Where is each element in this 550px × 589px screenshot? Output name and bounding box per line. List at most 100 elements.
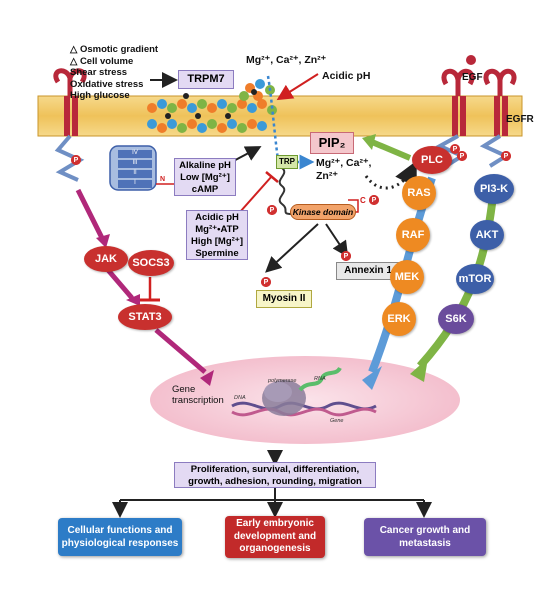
s6k-node: S6K — [438, 304, 474, 334]
p-myosin: P — [261, 277, 271, 287]
helix-i: I — [134, 180, 136, 186]
result-mid-line2: development and — [233, 530, 317, 542]
egfr-label: EGFR — [506, 114, 534, 125]
gene-word: Gene — [172, 384, 196, 395]
plc-to-pip2-arrow — [370, 139, 412, 161]
plc-node: PLC — [412, 146, 452, 174]
n-terminus-label: N — [160, 176, 166, 183]
alkaline-ph: Alkaline pH — [179, 160, 231, 171]
p-plc: P — [450, 144, 460, 154]
p-egfr-r2: P — [501, 151, 511, 161]
raf-node: RAF — [396, 218, 430, 252]
pip2-arrowhead — [362, 134, 376, 150]
cell-membrane — [37, 95, 523, 137]
stimulus-oxidative: Oxidative stress — [70, 78, 144, 90]
acidic-ph-arrow — [276, 73, 319, 101]
kinase-to-annexin-arrow — [325, 223, 349, 258]
p-kinase: P — [369, 195, 379, 205]
result-cancer: Cancer growth and metastasis — [364, 518, 486, 556]
stimulus-shear: Shear stress — [70, 67, 128, 78]
pip2-box: PIP₂ — [310, 132, 354, 154]
outcome-line2: growth, adhesion, rounding, migration — [188, 476, 362, 487]
result-left-line2: physiological responses — [61, 538, 179, 549]
transcription-illustration — [231, 366, 377, 417]
trp-coil — [278, 167, 293, 215]
kinase-domain: Kinase domain — [290, 204, 356, 220]
p-egfr-r1: P — [457, 151, 467, 161]
rna-strand — [298, 366, 342, 392]
gene-small-label: Gene — [330, 418, 344, 424]
pi3k-arrowhead — [410, 358, 428, 382]
result-left-line1: Cellular functions and — [67, 525, 173, 536]
stimuli-list: △ Osmotic gradient △ Cell volume Shear s… — [70, 44, 158, 102]
outcome-box: Proliferation, survival, differentiation… — [174, 462, 376, 488]
acidic-inhibition-bar — [265, 171, 279, 183]
outcome-line1: Proliferation, survival, differentiation… — [190, 464, 360, 475]
mapk-arrowhead — [362, 366, 382, 390]
stat3-to-nucleus-arrow — [154, 328, 207, 374]
helix-iv: IV — [132, 150, 138, 156]
result-right-line1: Cancer growth and — [379, 525, 471, 536]
ras-node: RAS — [402, 176, 436, 210]
trp-box: TRP — [276, 155, 298, 169]
alkaline-box: Alkaline pH Low [Mg²⁺] cAMP — [174, 158, 236, 196]
stat3-node: STAT3 — [118, 304, 172, 330]
mek-node: MEK — [390, 260, 424, 294]
kinase-to-myosin-arrow — [265, 223, 319, 273]
helix-iii: III — [132, 160, 138, 166]
pi3k-node: PI3-K — [474, 174, 514, 204]
acidic-box: Acidic pH Mg²⁺•ATP High [Mg²⁺] Spermine — [186, 210, 248, 260]
helix-labels: IV III II I — [129, 148, 141, 188]
stat3-arrowhead — [126, 294, 140, 306]
acidic-ph-inhib: Acidic pH — [195, 212, 239, 223]
transcription-word: transcription — [172, 395, 224, 406]
ions-top: Mg²⁺, Ca²⁺, Zn²⁺ — [246, 54, 327, 66]
egf-ligand — [466, 55, 476, 65]
myosin-box: Myosin II — [256, 290, 312, 308]
result-embryonic: Early embryonic development and organoge… — [225, 516, 325, 558]
stimulus-osmotic: △ Osmotic gradient — [70, 44, 159, 55]
gene-transcription-label: Gene transcription — [172, 384, 224, 406]
ion-to-plc-dotted — [364, 160, 417, 190]
ions-mid: Mg²⁺, Ca²⁺, — [316, 157, 372, 169]
high-mg: High [Mg²⁺] — [191, 236, 243, 247]
jak-node: JAK — [84, 246, 128, 272]
mtor-node: mTOR — [456, 264, 494, 294]
akt-node: AKT — [470, 220, 504, 250]
p-annexin: P — [341, 251, 351, 261]
erk-node: ERK — [382, 302, 416, 336]
egfr-to-jak-arrow — [75, 188, 105, 240]
spermine: Spermine — [195, 248, 239, 259]
low-mg: Low [Mg²⁺] — [180, 172, 230, 183]
acidic-ph-top: Acidic pH — [322, 70, 371, 82]
jak-to-stat3-arrow — [106, 268, 134, 300]
mg-atp: Mg²⁺•ATP — [195, 224, 239, 235]
camp: cAMP — [191, 184, 219, 195]
helix-domain — [109, 145, 157, 191]
egfr-right-receptor — [435, 68, 517, 168]
ion-flow-dotted — [266, 75, 280, 161]
stimulus-cell-volume: △ Cell volume — [70, 55, 134, 67]
jak-arrowhead — [96, 234, 110, 248]
socs3-node: SOCS3 — [128, 250, 174, 276]
stimulus-glucose: High glucose — [70, 90, 130, 101]
dna-label: DNA — [234, 395, 246, 401]
rna-label: RNA — [314, 376, 326, 382]
c-terminus-label: C — [360, 196, 366, 205]
result-mid-line1: Early embryonic — [236, 518, 314, 529]
ions-mid-2: Zn²⁺ — [316, 170, 338, 182]
helix-ii: II — [133, 170, 137, 176]
nucleus-arrowhead — [200, 370, 214, 386]
p-trp: P — [267, 205, 277, 215]
trpm7-label: TRPM7 — [178, 70, 234, 89]
result-cellular-functions: Cellular functions and physiological res… — [58, 518, 182, 556]
acidic-inhibition-line — [239, 175, 273, 213]
result-mid-line3: organogenesis — [239, 543, 311, 554]
result-right-line2: metastasis — [399, 538, 451, 549]
trpm7-channel — [147, 79, 277, 133]
annexin-box: Annexin 1 — [336, 262, 400, 280]
egf-label: EGF — [462, 72, 483, 83]
p-egfr-left: P — [71, 155, 81, 165]
